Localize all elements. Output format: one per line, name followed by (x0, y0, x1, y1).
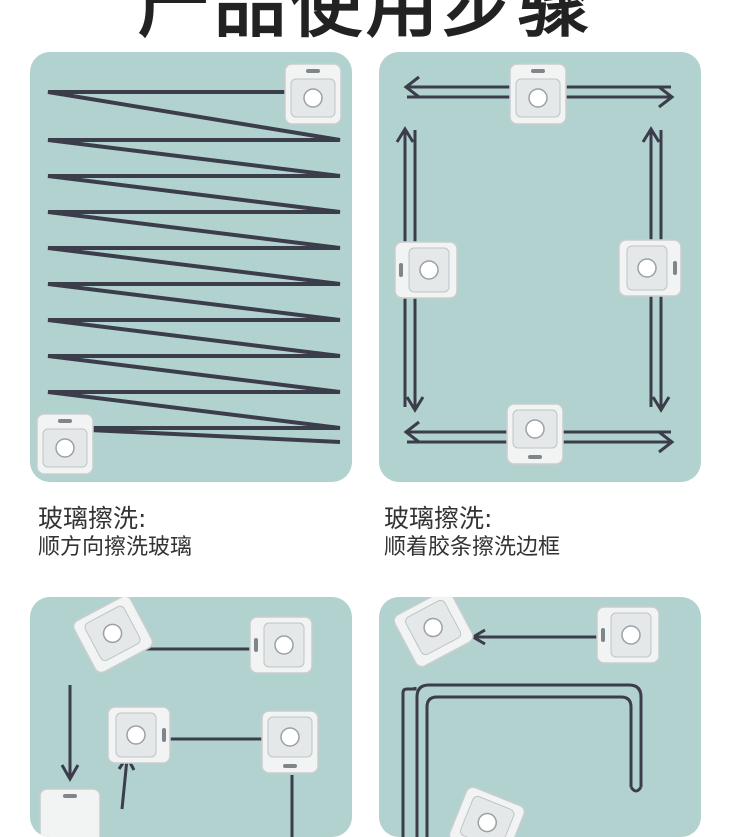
route-path-illustration (39, 597, 319, 837)
window-robot-icon (394, 241, 458, 299)
step-2-title: 玻璃擦洗: (384, 504, 493, 533)
step-1-title: 玻璃擦洗: (38, 504, 147, 533)
edge-path-illustration (394, 63, 682, 465)
window-robot-icon (393, 597, 474, 668)
window-robot-icon (39, 788, 101, 837)
window-robot-icon (618, 239, 682, 297)
window-robot-icon (448, 786, 526, 837)
window-robot-icon (249, 616, 313, 674)
window-robot-icon (36, 413, 94, 475)
step-1-description: 顺方向擦洗玻璃 (38, 535, 193, 560)
window-robot-icon (509, 63, 567, 125)
window-robot-icon (261, 710, 319, 774)
window-robot-icon (506, 403, 564, 465)
step-1-diagram (30, 52, 352, 482)
window-robot-icon (107, 706, 171, 764)
step-4-diagram (379, 597, 701, 837)
window-robot-icon (596, 606, 660, 664)
window-robot-icon (72, 597, 154, 674)
page-title: 产品使用步骤 (137, 0, 594, 47)
edge-route-illustration (393, 597, 660, 837)
window-robot-icon (284, 63, 342, 125)
step-2-diagram (379, 52, 701, 482)
zigzag-path-illustration (36, 63, 342, 475)
step-3-diagram (30, 597, 352, 837)
zigzag-path (47, 90, 341, 444)
step-2-description: 顺着胶条擦洗边框 (384, 535, 561, 560)
